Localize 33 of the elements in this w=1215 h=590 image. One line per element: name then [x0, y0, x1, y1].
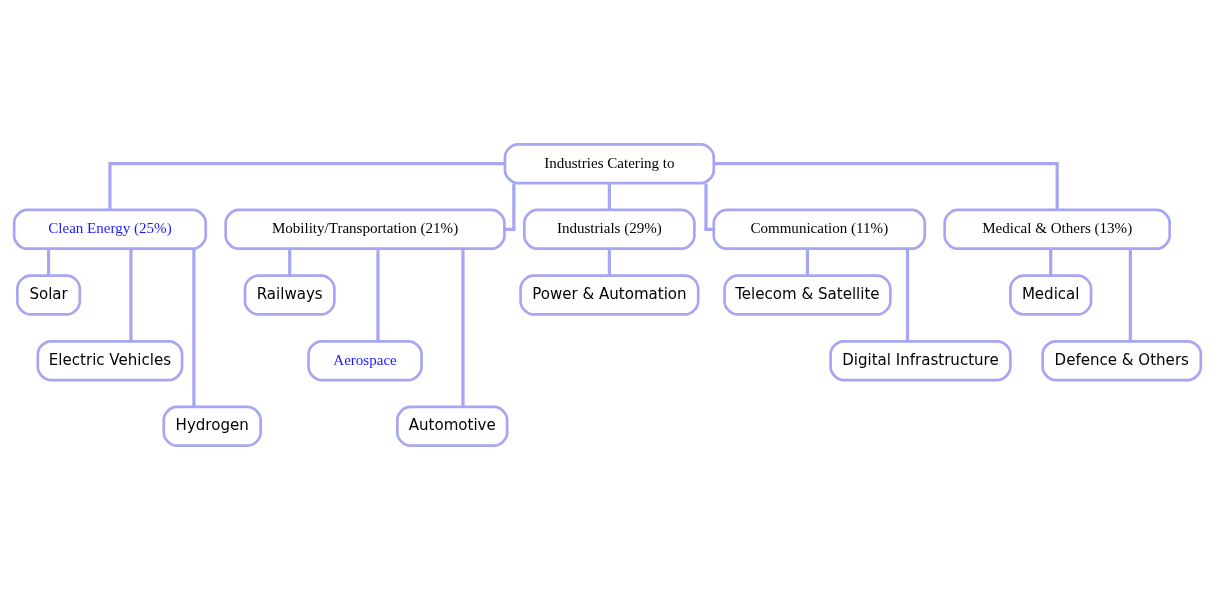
connector [108, 162, 505, 210]
node-box: Communication (11%) [712, 208, 927, 251]
node-box: Digital Infrastructure [829, 339, 1012, 382]
connector [704, 183, 714, 231]
node-box: Hydrogen [162, 405, 262, 448]
connector [805, 249, 810, 276]
connector [504, 183, 516, 231]
node-box: Industries Catering to [503, 142, 716, 185]
node-box: Mobility/Transportation (21%) [224, 208, 506, 251]
node-box: Medical & Others (13%) [943, 208, 1171, 251]
connector [192, 248, 196, 407]
node-box: Railways [243, 274, 336, 316]
connector [129, 248, 133, 342]
node-box: Electric Vehicles [36, 339, 184, 382]
connector [1049, 249, 1053, 276]
node-box: Clean Energy (25%) [12, 208, 208, 251]
node-box: Power & Automation [519, 274, 700, 316]
node-box: Telecom & Satellite [723, 274, 892, 316]
connector [46, 249, 51, 276]
node-box: Defence & Others [1041, 339, 1203, 382]
connector [713, 162, 1059, 210]
node-box: Aerospace [307, 339, 423, 382]
node-box: Solar [16, 274, 82, 316]
connector [376, 248, 380, 342]
connector [1128, 248, 1132, 342]
node-box: Automotive [396, 405, 509, 448]
node-box: Industrials (29%) [523, 208, 696, 251]
node-box: Medical [1009, 274, 1093, 316]
connector [461, 248, 465, 407]
connector [607, 249, 611, 276]
connector [288, 249, 292, 276]
connector [905, 248, 910, 342]
connector [607, 183, 611, 210]
